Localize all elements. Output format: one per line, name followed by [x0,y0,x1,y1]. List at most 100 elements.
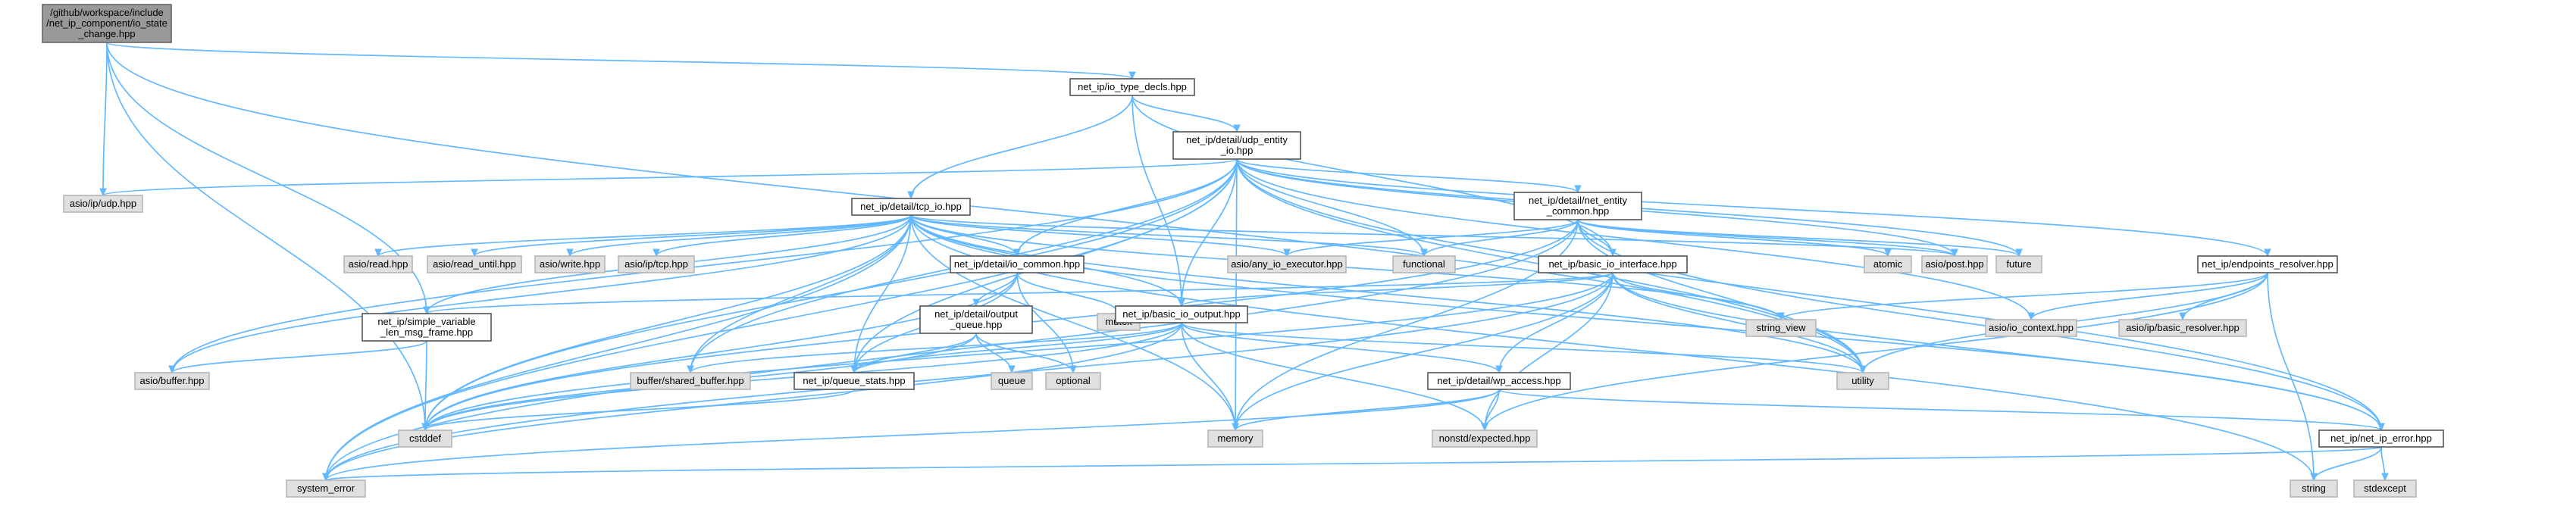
edge-arrowhead [2310,473,2318,482]
edge-line [474,214,912,257]
edge-line [910,214,1425,257]
edge-line [1016,158,1238,257]
edge-basic_io_output-to-wp_access [1181,322,1503,374]
edge-line [1181,158,1238,307]
node-box [362,313,492,342]
node-box [1995,255,2042,273]
node-label-line: functional [1403,258,1445,270]
edge-tcp_io-to-string [910,214,2318,482]
edge-arrowhead [1008,365,1016,374]
edge-line [171,214,912,373]
node-queue-stats[interactable]: net_ip/queue_stats.hpp [793,372,915,390]
node-label-line: atomic [1873,258,1903,270]
edge-tcp_io-to-post_hpp [910,214,1958,258]
node-label-line: net_ip/endpoints_resolver.hpp [2202,258,2333,270]
node-wp-access[interactable]: net_ip/detail/wp_access.hpp [1427,372,1571,390]
edge-arrowhead [1884,248,1892,258]
edge-line [910,214,1955,257]
node-label-line: asio/post.hpp [1925,258,1983,270]
edge-arrowhead [1178,298,1185,308]
edge-arrowhead [374,248,382,258]
edge-line [1577,219,2020,257]
edge-net_entity_common-to-any_io_executor [1283,219,1579,258]
edge-line [106,42,426,431]
node-string: string [2290,479,2338,498]
node-box [1513,192,1642,220]
node-utility: utility [1836,372,1889,390]
node-io-common[interactable]: net_ip/detail/io_common.hpp [950,255,1085,273]
edge-line [1498,272,1614,373]
edge-basic_io_output-to-shared_buffer [687,322,1182,374]
node-root[interactable]: /github/workspace/include/net_ip_compone… [42,4,172,43]
node-label-line: memory [1218,433,1254,444]
edge-tcp_io-to-write_hpp [566,214,912,258]
node-udp-entity-io[interactable]: net_ip/detail/udp_entity_io.hpp [1172,131,1301,160]
node-label-line: cstddef [409,433,441,444]
edge-line [1484,272,2268,431]
edge-arrowhead [2027,312,2035,321]
edge-line [377,214,912,257]
node-basic-io-output[interactable]: net_ip/basic_io_output.hpp [1115,305,1248,323]
edge-line [1236,158,2268,257]
node-label-line: /github/workspace/include [50,7,164,18]
node-io-type-decls[interactable]: net_ip/io_type_decls.hpp [1069,78,1195,96]
node-net-ip-error[interactable]: net_ip/net_ip_error.hpp [2318,429,2444,448]
node-simple-variable[interactable]: net_ip/simple_variable_len_msg_frame.hpp [362,313,492,342]
node-tcp-io[interactable]: net_ip/detail/tcp_io.hpp [851,198,971,216]
edge-arrowhead [1495,365,1503,374]
edge-line [1131,95,1614,257]
node-read-hpp: asio/read.hpp [343,255,413,273]
node-label-line: net_ip/detail/tcp_io.hpp [860,201,962,212]
edge-line [325,389,1500,481]
edge-line [2313,446,2382,481]
edge-line [102,42,108,196]
edge-root-to-io_type_decls [106,42,1136,80]
edge-net_entity_common-to-functional [1420,219,1579,258]
edge-line [656,214,912,257]
edge-line [1286,219,1579,257]
node-net-entity-common[interactable]: net_ip/detail/net_entity_common.hpp [1513,192,1642,220]
edge-line [1236,158,2032,320]
node-system-error: system_error [286,479,366,498]
node-label-line: optional [1056,375,1091,386]
edge-line [2267,272,2315,481]
edge-root-to-udp_hpp [99,42,108,197]
edge-arrowhead [2264,248,2271,258]
edge-line [910,214,1236,431]
node-output-queue[interactable]: net_ip/detail/output_queue.hpp [919,305,1033,334]
edge-arrowhead [1232,423,1239,432]
node-label-line: string [2302,483,2326,494]
edge-arrowhead [2015,248,2023,258]
edge-udp_entity_io-to-memory [1232,158,1239,432]
edge-basic_io_output-to-queue_stats [850,322,1182,374]
edge-line [1235,389,1500,431]
node-box [1115,305,1248,323]
node-box [1432,429,1538,448]
node-atomic: atomic [1864,255,1912,273]
edge-line [1577,219,1864,373]
node-box [1921,255,1988,273]
node-label-line: net_ip/detail/output [934,308,1018,320]
node-any-io-executor: asio/any_io_executor.hpp [1227,255,1347,273]
edge-arrowhead [421,423,429,432]
edge-line [910,214,1288,257]
edge-arrowhead [1574,185,1582,194]
node-endpoints-resolver[interactable]: net_ip/endpoints_resolver.hpp [2197,255,2338,273]
edge-net_ip_error-to-system_error [322,446,2382,482]
node-box [1227,255,1347,273]
node-box [286,479,366,498]
edge-line [910,214,1864,373]
node-box [398,429,452,448]
node-write-hpp: asio/write.hpp [534,255,606,273]
node-box [1392,255,1456,273]
node-basic-io-interface[interactable]: net_ip/basic_io_interface.hpp [1538,255,1688,273]
node-box [851,198,971,216]
edge-line [1612,272,2382,431]
node-cstddef: cstddef [398,429,452,448]
header-nodes: /github/workspace/include/net_ip_compone… [42,4,2444,498]
edge-line [1612,272,1782,320]
node-label-line: nonstd/expected.hpp [1439,433,1531,444]
node-string-view: string_view [1745,319,1817,337]
edge-arrowhead [1777,312,1785,321]
